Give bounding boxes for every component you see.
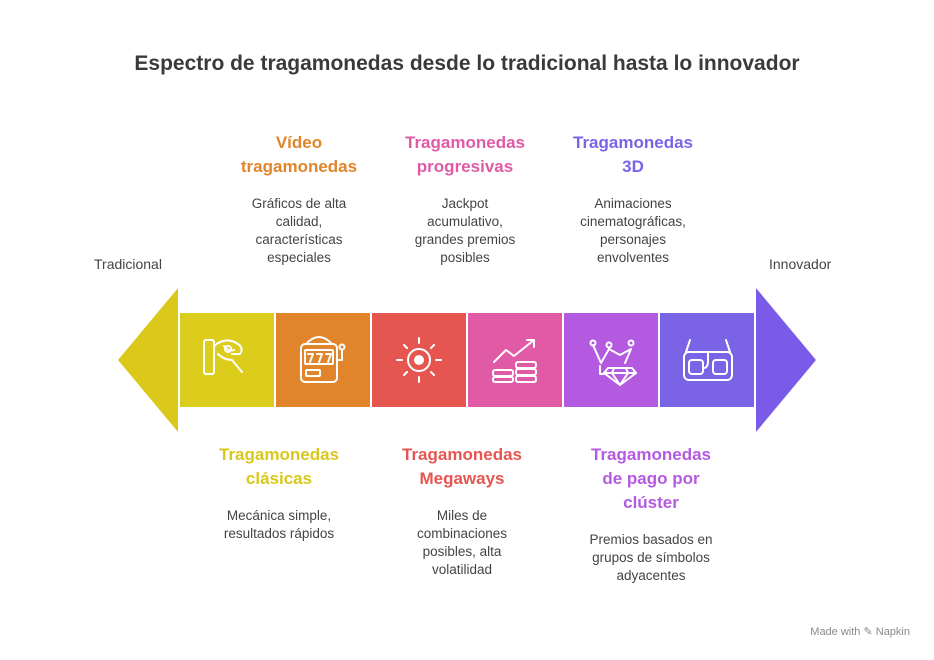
hand-lever-icon: [203, 339, 243, 375]
desc-line: Gráficos de alta: [251, 196, 347, 211]
desc-line: grupos de símbolos: [592, 550, 710, 565]
segment-cluster: [564, 313, 658, 407]
title-line: progresivas: [416, 157, 514, 176]
title-line: clásicas: [245, 469, 313, 488]
desc-line: Miles de: [436, 508, 488, 523]
top-label-progresivas: Tragamonedas progresivas Jackpot acumula…: [390, 131, 540, 267]
title-line: Tragamonedas: [402, 445, 522, 464]
desc-line: calidad,: [275, 214, 323, 229]
segment-progresivas: [468, 313, 562, 407]
desc-line: resultados rápidos: [223, 526, 335, 541]
desc-line: adyacentes: [616, 568, 686, 583]
top-label-3d: Tragamonedas 3D Animaciones cinematográf…: [558, 131, 708, 267]
desc-line: grandes premios: [414, 232, 516, 247]
label-innovador: Innovador: [769, 256, 832, 272]
slot-machine-icon: [300, 336, 346, 383]
virus-gear-icon: [396, 337, 442, 383]
page-title: Espectro de tragamonedas desde lo tradic…: [134, 52, 800, 75]
napkin-footer: Made with ✎ Napkin: [810, 626, 910, 638]
bottom-label-cluster: Tragamonedas de pago por clúster Premios…: [576, 443, 726, 585]
title-line: Tragamonedas: [591, 445, 711, 464]
desc-line: Mecánica simple,: [226, 508, 332, 523]
desc-line: Premios basados en: [589, 532, 713, 547]
title-line: 3D: [622, 157, 644, 176]
label-tradicional: Tradicional: [94, 256, 162, 272]
desc-line: especiales: [267, 250, 331, 265]
desc-line: cinematográficas,: [580, 214, 686, 229]
arrow-left-head: [118, 288, 178, 432]
arrow-right-head: [756, 288, 816, 432]
desc-line: Animaciones: [594, 196, 672, 211]
3d-glasses-icon: [683, 339, 733, 381]
desc-line: características: [255, 232, 343, 247]
title-line: Tragamonedas: [573, 133, 693, 152]
desc-line: envolventes: [596, 250, 670, 265]
desc-line: volatilidad: [431, 562, 493, 577]
top-label-video: Vídeo tragamonedas Gráficos de alta cali…: [224, 131, 374, 267]
crown-diamond-icon: [589, 339, 637, 386]
desc-line: posibles, alta: [422, 544, 502, 559]
title-line: Tragamonedas: [219, 445, 339, 464]
title-line: clúster: [623, 493, 679, 512]
bottom-label-clasicas: Tragamonedas clásicas Mecánica simple, r…: [204, 443, 354, 543]
title-line: tragamonedas: [240, 157, 358, 176]
desc-line: acumulativo,: [427, 214, 503, 229]
segment-video: [276, 313, 370, 407]
desc-line: posibles: [440, 250, 490, 265]
desc-line: combinaciones: [416, 526, 508, 541]
desc-line: Jackpot: [441, 196, 489, 211]
title-line: Tragamonedas: [405, 133, 525, 152]
title-line: Megaways: [419, 469, 505, 488]
desc-line: personajes: [599, 232, 667, 247]
title-line: de pago por: [602, 469, 700, 488]
bottom-label-megaways: Tragamonedas Megaways Miles de combinaci…: [387, 443, 537, 579]
coins-growth-icon: [492, 339, 537, 383]
title-line: Vídeo: [275, 133, 323, 152]
